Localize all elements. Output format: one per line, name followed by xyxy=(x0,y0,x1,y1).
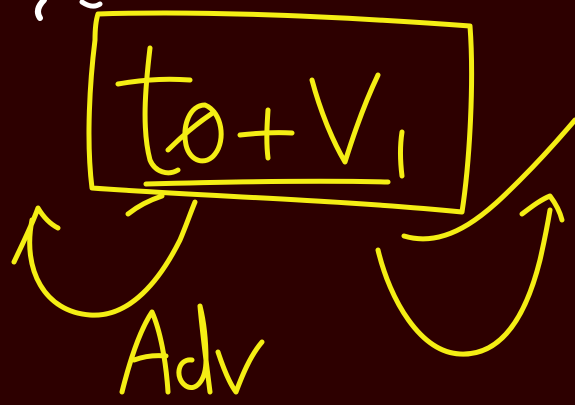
left-arrow-head xyxy=(11,205,61,265)
letter-A xyxy=(119,309,171,395)
strike-mark xyxy=(165,109,217,153)
letter-o xyxy=(182,102,224,164)
subscript-one xyxy=(398,129,405,179)
letter-d xyxy=(176,303,213,395)
white-stroke-mark xyxy=(79,0,103,9)
letter-t-cross xyxy=(115,76,193,87)
left-arrow-tick xyxy=(125,193,165,217)
plus-vertical xyxy=(264,107,271,161)
right-sweep-line xyxy=(401,117,575,242)
formula-underline xyxy=(143,178,391,187)
right-arrow-curve xyxy=(375,207,553,357)
letter-t-stem xyxy=(142,45,181,176)
letter-v xyxy=(309,72,381,165)
letter-A-cross xyxy=(131,353,169,363)
white-paren-mark xyxy=(34,0,47,21)
left-arrow-curve xyxy=(27,199,198,318)
letter-v-small xyxy=(215,339,265,395)
right-arrow-head xyxy=(519,193,565,223)
formula-box xyxy=(86,10,475,215)
